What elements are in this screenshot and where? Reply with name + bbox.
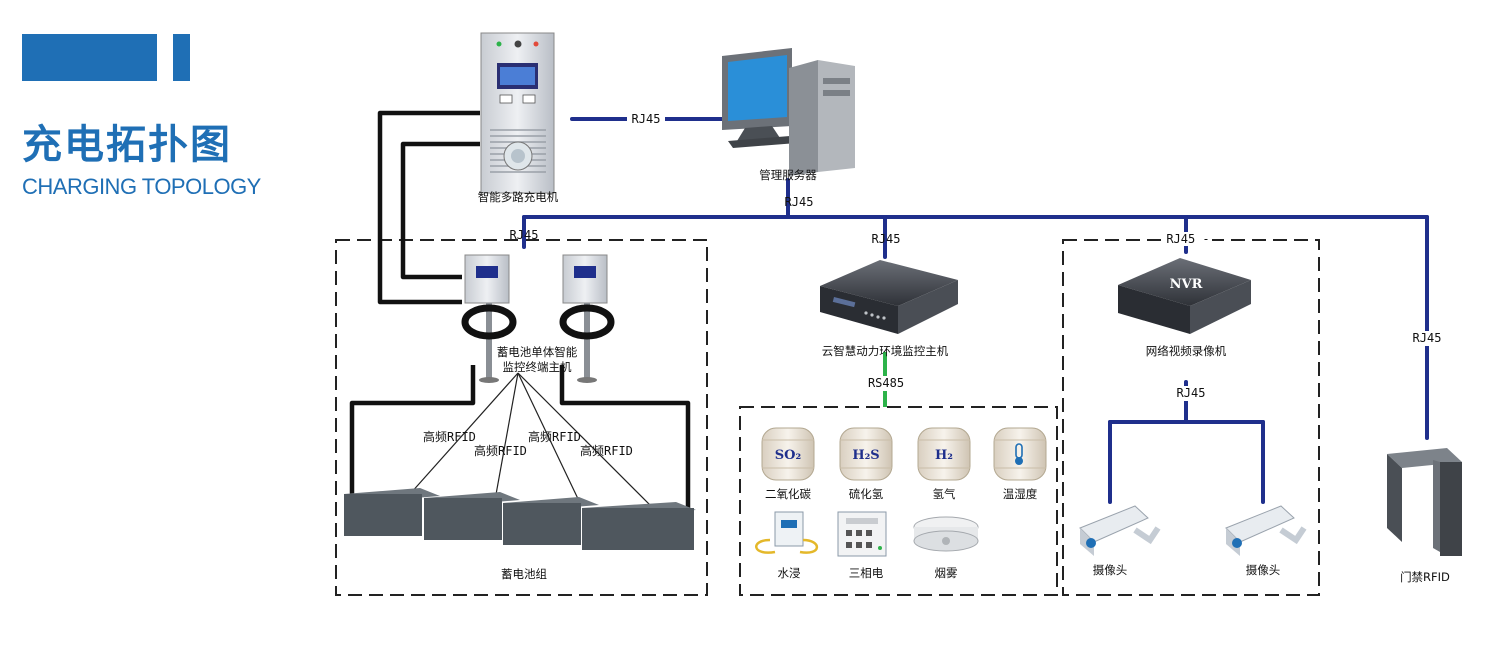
sensor-h2: H₂	[917, 427, 971, 481]
rj45-charger-server-label: RJ45	[632, 112, 661, 126]
rfid-line-1	[409, 372, 519, 495]
rj45-server-bus-label: RJ45	[785, 195, 814, 209]
charger-label: 智能多路充电机	[478, 190, 559, 204]
env-monitor-host	[820, 260, 958, 334]
so2-label: 二氧化碳	[765, 487, 811, 501]
server-label: 管理服务器	[759, 168, 817, 182]
rfid-line-3	[517, 372, 581, 504]
rj45-cameras-label: RJ45	[1177, 386, 1206, 400]
sensor-smoke	[913, 516, 979, 552]
battery-monitor-label-line1: 蓄电池单体智能	[497, 345, 578, 359]
water-label: 水浸	[778, 566, 801, 580]
smoke-label: 烟雾	[935, 566, 958, 580]
battery-pack	[344, 488, 696, 550]
battery-monitor-terminal-1	[461, 254, 517, 383]
env-host-label: 云智慧动力环境监控主机	[822, 344, 949, 358]
server-computer	[722, 48, 855, 176]
access-rfid-gate	[1387, 448, 1462, 556]
sensor-so2: SO₂	[761, 427, 815, 481]
charger-cabinet	[480, 32, 555, 194]
h2-label: 氢气	[933, 487, 956, 501]
battery-monitor-terminal-2	[559, 254, 615, 383]
rj45-nvr-label: RJ45 -	[1166, 232, 1209, 246]
page-title: 充电拓扑图	[22, 122, 232, 168]
rfid-line-4	[517, 372, 656, 511]
battery-pack-label: 蓄电池组	[501, 567, 547, 581]
rfid-label-4: 高频RFID	[580, 443, 633, 458]
cable-monitor-battery-left	[349, 365, 476, 510]
battery-monitor-label-line2: 监控终端主机	[503, 360, 572, 374]
three-phase-label: 三相电	[849, 566, 884, 580]
camera-right	[1225, 505, 1307, 556]
sensor-water-leak	[755, 511, 819, 554]
nvr-label: 网络视频录像机	[1146, 344, 1227, 358]
h2s-badge: H₂S	[852, 448, 879, 463]
rj45-battery-label: RJ45	[510, 228, 539, 242]
rfid-label-2: 高频RFID	[474, 443, 527, 458]
access-rfid-label: 门禁RFID	[1400, 570, 1450, 584]
rs485-label: RS485	[868, 376, 904, 390]
rfid-line-2	[494, 372, 519, 501]
thermometer-icon	[1015, 443, 1023, 465]
camera-left-label: 摄像头	[1093, 563, 1128, 577]
battery-group-box	[335, 239, 708, 596]
rj45-access-label: RJ45	[1413, 331, 1442, 345]
camera-right-label: 摄像头	[1246, 563, 1281, 577]
page-subtitle: CHARGING TOPOLOGY	[22, 174, 261, 199]
rj45-env-label: RJ45	[872, 232, 901, 246]
sensor-temp-humidity	[993, 427, 1047, 481]
rfid-label-1: 高频RFID	[423, 429, 476, 444]
title-accent-bar-long	[22, 34, 157, 81]
nvr-device: NVR	[1118, 258, 1251, 334]
sensor-three-phase	[837, 511, 887, 557]
sensor-group-box	[739, 406, 1058, 596]
cable-charger-monitor-1	[377, 110, 480, 305]
cable-monitor-battery-right	[559, 365, 691, 520]
title-accent-bar-short	[173, 34, 190, 81]
sensor-h2s: H₂S	[839, 427, 893, 481]
so2-badge: SO₂	[775, 448, 801, 463]
cable-charger-monitor-2	[400, 141, 480, 280]
nvr-badge: NVR	[1170, 277, 1203, 292]
h2s-label: 硫化氢	[849, 487, 884, 501]
h2-badge: H₂	[935, 448, 953, 463]
temp-humidity-label: 温湿度	[1003, 487, 1038, 501]
rfid-label-3: 高频RFID	[528, 429, 581, 444]
camera-left	[1079, 505, 1161, 556]
